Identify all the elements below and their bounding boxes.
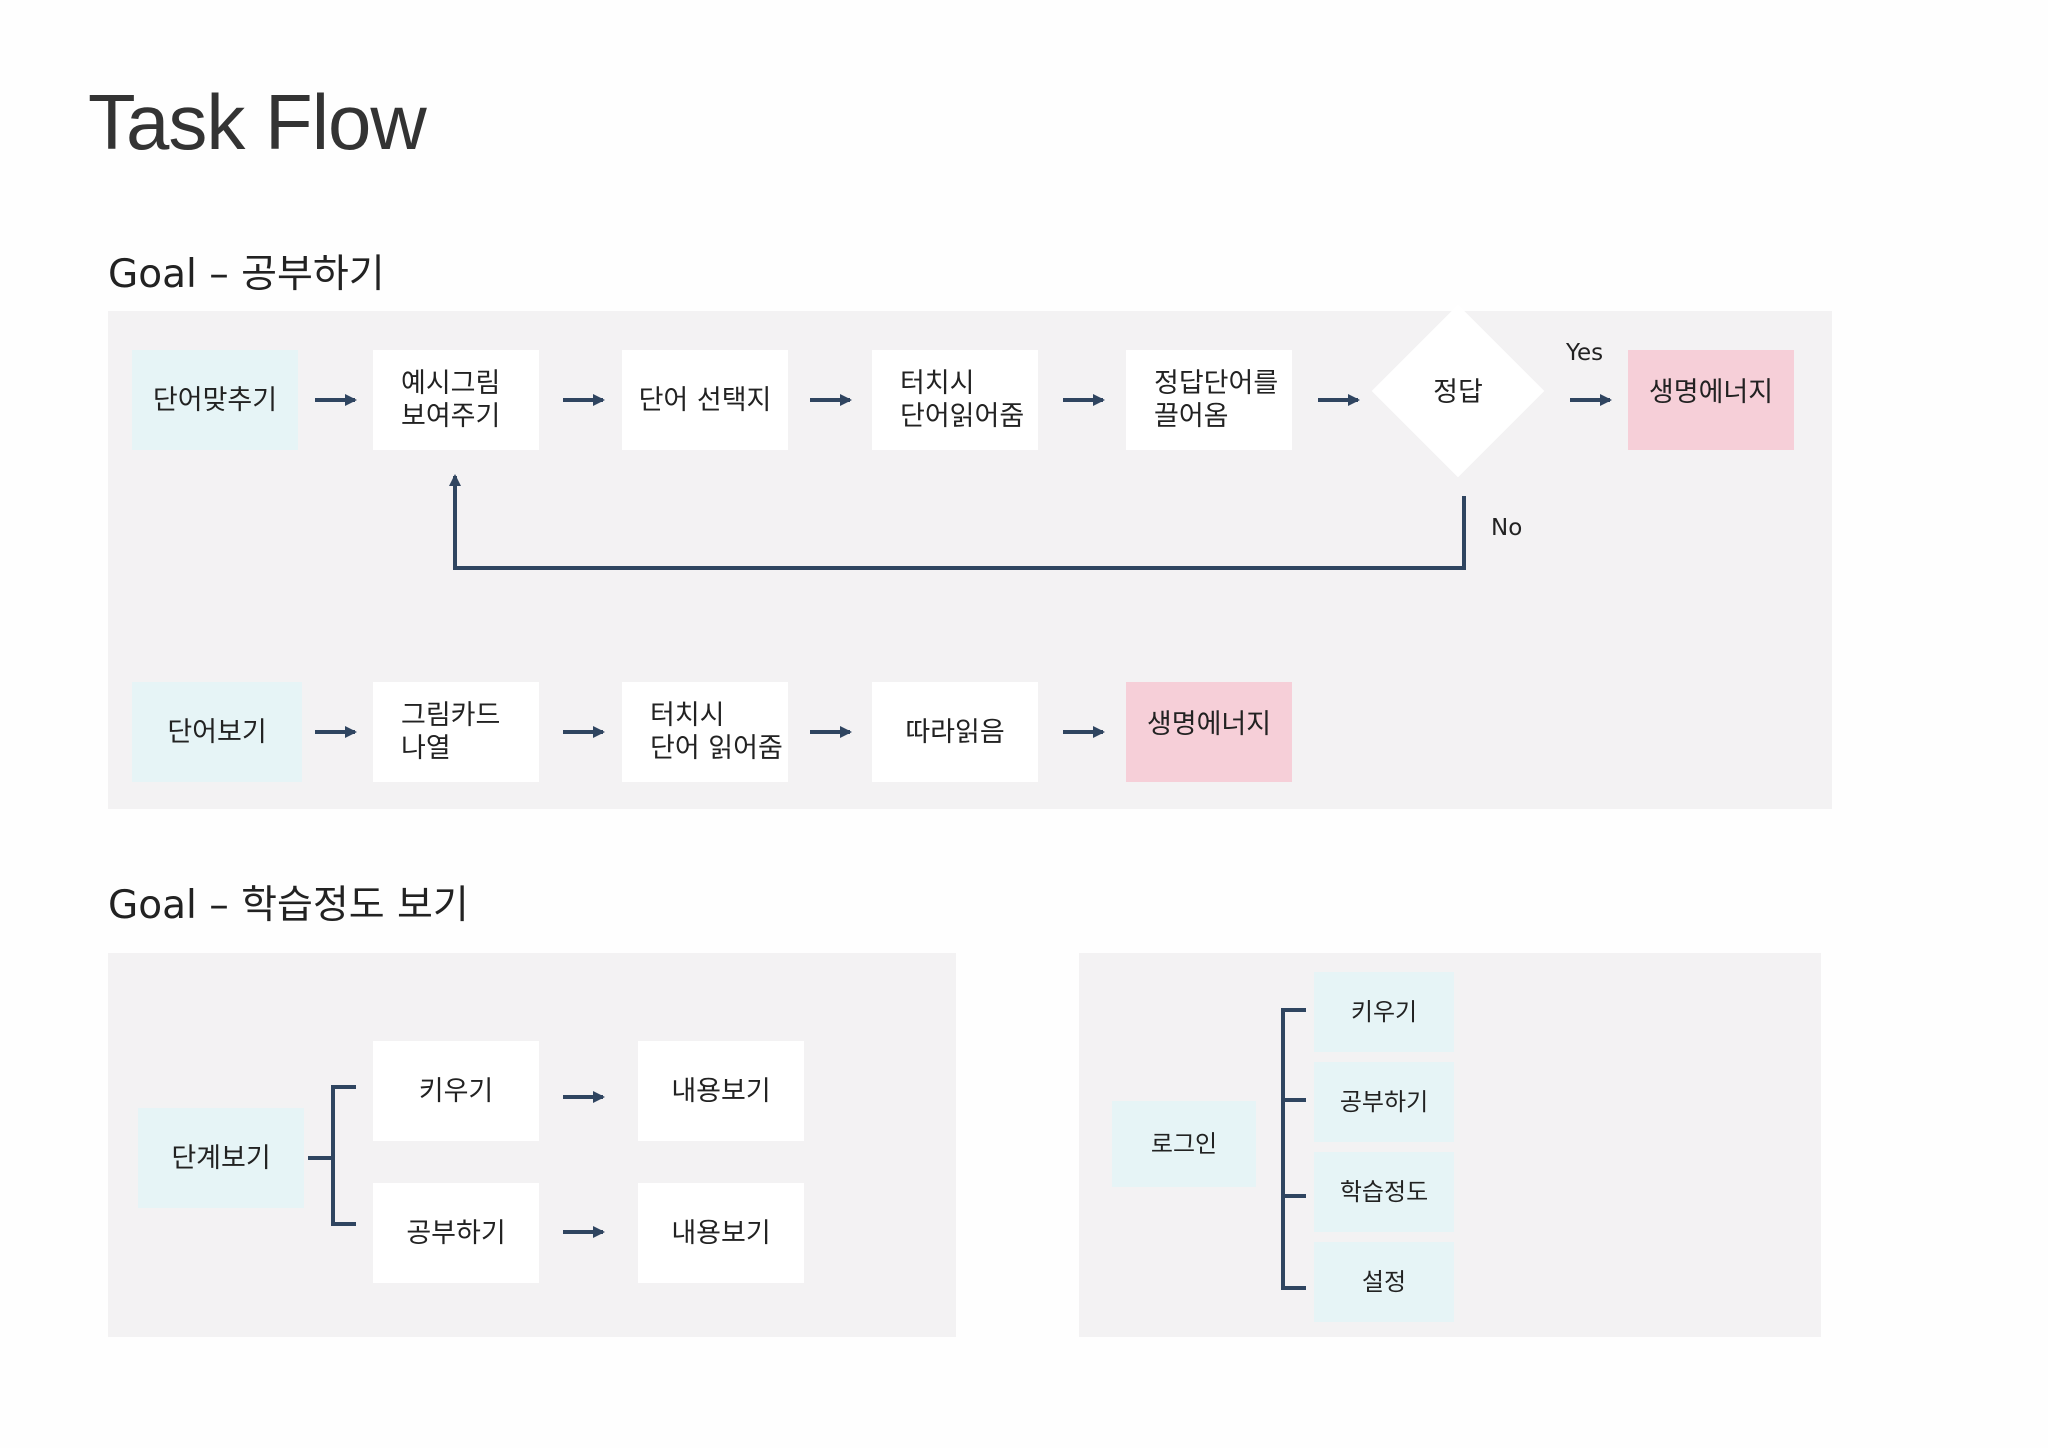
yes-label: Yes: [1566, 340, 1604, 366]
right-root-box: 로그인: [1112, 1101, 1256, 1187]
flow-a-step2-box: 단어 선택지: [622, 350, 788, 450]
right-item-box: 공부하기: [1314, 1062, 1454, 1142]
goal2-heading: Goal – 학습정도 보기: [108, 883, 469, 928]
left-branch1-box: 키우기: [373, 1041, 539, 1141]
right-item-box: 설정: [1314, 1242, 1454, 1322]
flow-b-step2-box: 터치시 단어 읽어줌: [622, 682, 788, 782]
flow-a-step4-box: 정답단어를 끌어옴: [1126, 350, 1292, 450]
left-branch2-result-box: 내용보기: [638, 1183, 804, 1283]
flow-a-end-box: 생명에너지: [1628, 350, 1794, 450]
right-item-box: 학습정도: [1314, 1152, 1454, 1232]
right-item-box: 키우기: [1314, 972, 1454, 1052]
flow-a-start-box: 단어맞추기: [132, 350, 298, 450]
left-root-box: 단계보기: [138, 1108, 304, 1208]
goal1-heading: Goal – 공부하기: [108, 252, 385, 297]
flow-b-step1-box: 그림카드 나열: [373, 682, 539, 782]
flow-b-step3-box: 따라읽음: [872, 682, 1038, 782]
no-label: No: [1491, 515, 1523, 541]
decision-label: 정답: [1433, 376, 1483, 408]
page-title: Task Flow: [88, 78, 427, 166]
left-branch2-box: 공부하기: [373, 1183, 539, 1283]
flow-a-step3-box: 터치시 단어읽어줌: [872, 350, 1038, 450]
flow-b-end-box: 생명에너지: [1126, 682, 1292, 782]
flow-a-step1-box: 예시그림 보여주기: [373, 350, 539, 450]
left-branch1-result-box: 내용보기: [638, 1041, 804, 1141]
flow-b-start-box: 단어보기: [132, 682, 302, 782]
